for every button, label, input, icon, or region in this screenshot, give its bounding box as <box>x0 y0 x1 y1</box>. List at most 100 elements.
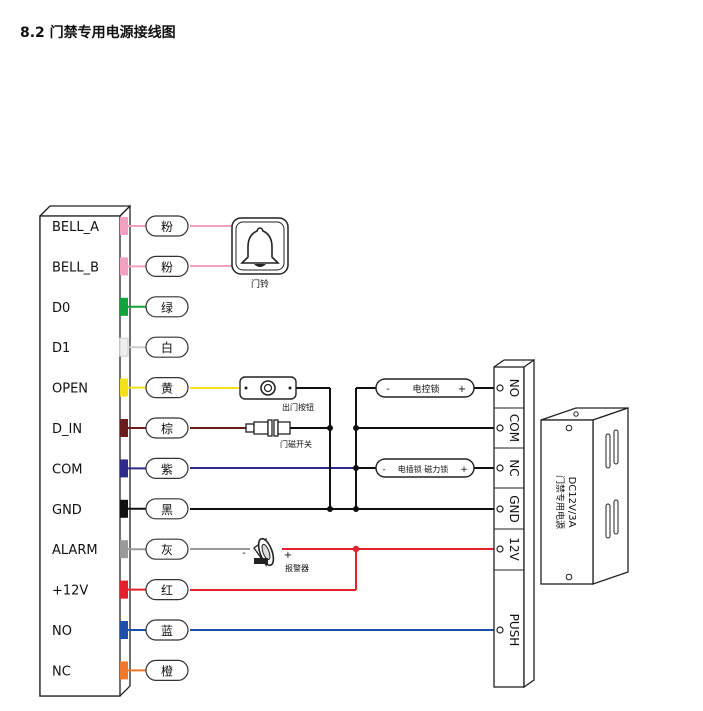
screw-terminal <box>496 545 504 553</box>
terminal-label: BELL_A <box>52 220 99 235</box>
page-title: 8.2 门禁专用电源接线图 <box>20 25 176 41</box>
screw-terminal <box>496 464 504 472</box>
terminal-label: D_IN <box>52 422 82 437</box>
alarm-plus: + <box>284 550 292 561</box>
electric-lock-plus: + <box>458 384 466 395</box>
wire-color-tag <box>145 619 189 641</box>
power-terminal: 12V <box>507 537 521 561</box>
wire-color-name: 黄 <box>161 382 173 396</box>
terminal-row: BELL_B 粉 <box>52 255 189 277</box>
terminal-row: OPEN 黄 <box>52 377 189 399</box>
electric-lock-device: - 电控锁 + <box>375 378 475 398</box>
doorbell-device <box>231 217 289 275</box>
bolt-lock-device: - 电插锁 磁力锁 + <box>375 458 475 478</box>
power-terminal: PUSH <box>507 614 521 647</box>
wire-color-name: 黑 <box>161 503 173 517</box>
screw-terminal <box>496 505 504 513</box>
wire-color-name: 红 <box>161 583 173 598</box>
terminal-label: COM <box>52 462 83 477</box>
bolt-lock-minus: - <box>382 465 385 475</box>
wire-color-name: 紫 <box>161 462 173 476</box>
wire-color-swatch <box>120 217 128 235</box>
power-terminal-block <box>493 358 535 689</box>
power-terminal: COM <box>507 414 521 442</box>
terminal-row: D_IN 棕 <box>52 417 189 439</box>
wire-color-tag <box>145 457 189 479</box>
alarm-device <box>253 537 275 568</box>
terminal-row: NC 橙 <box>52 659 189 682</box>
power-terminal-label: GND <box>507 495 521 523</box>
wire-color-name: 灰 <box>161 543 173 557</box>
terminal-row: GND 黑 <box>52 498 189 520</box>
screw-terminal <box>496 384 504 392</box>
wire-color-tag <box>145 498 189 520</box>
power-terminal-labels: NO COM NC GND 12V PUSH <box>496 379 521 647</box>
terminal-label: ALARM <box>52 543 98 558</box>
terminal-row: ALARM 灰 <box>52 538 189 560</box>
wire-color-swatch <box>120 419 128 437</box>
terminal-row: NO 蓝 <box>52 619 189 641</box>
power-terminal-label: 12V <box>507 537 521 561</box>
terminal-label: NO <box>52 624 72 639</box>
screw-terminal <box>496 424 504 432</box>
terminal-label: +12V <box>52 584 88 599</box>
terminal-row: COM 紫 <box>52 457 189 479</box>
wire-color-name: 棕 <box>161 421 173 436</box>
bolt-lock-plus: + <box>460 465 468 475</box>
wire-color-swatch <box>120 297 128 316</box>
power-terminal: NC <box>507 459 521 476</box>
terminal-label: OPEN <box>52 382 88 397</box>
wire-color-swatch <box>120 378 128 397</box>
power-supply-name: 门禁专用电源 <box>554 475 566 529</box>
wire-color-swatch <box>119 337 129 357</box>
bolt-lock-label: 电插锁 磁力锁 <box>398 464 449 474</box>
wire-color-swatch <box>120 499 128 518</box>
wire-color-swatch <box>120 540 128 559</box>
wire-color-name: 粉 <box>161 220 173 234</box>
alarm-label: 报警器 <box>285 563 309 573</box>
wire-color-tag <box>145 578 189 601</box>
wire-color-tag <box>145 538 189 560</box>
wire-color-name: 橙 <box>161 663 173 678</box>
wire-color-swatch <box>120 621 128 639</box>
power-terminal-label: COM <box>507 414 521 442</box>
exit-button-label: 出门按钮 <box>282 402 314 412</box>
wire-color-tag <box>145 377 189 399</box>
wire-color-tag <box>145 255 189 277</box>
doorbell-label: 门铃 <box>251 278 269 290</box>
wire-color-swatch <box>120 661 128 680</box>
wire-color-swatch <box>120 580 128 599</box>
wires <box>190 225 500 631</box>
power-terminal-label: NC <box>507 459 521 476</box>
wire-color-swatch <box>120 459 128 478</box>
power-terminal-label: NO <box>507 379 521 397</box>
controller-block <box>39 204 131 697</box>
screw-terminal <box>496 626 504 634</box>
wire-color-swatch <box>120 257 128 276</box>
door-sensor-label: 门磁开关 <box>280 439 312 449</box>
wire-color-tag <box>145 659 189 682</box>
power-terminal-label: PUSH <box>507 614 521 647</box>
power-supply-rating: DC12V/3A <box>566 477 577 528</box>
terminal-row: BELL_A 粉 <box>52 215 189 237</box>
power-terminal: NO <box>507 379 521 397</box>
power-terminal: GND <box>507 495 521 523</box>
wire-color-name: 粉 <box>161 260 173 274</box>
wire-color-tag <box>145 215 189 237</box>
junction-dots <box>327 425 360 553</box>
door-sensor-device <box>245 419 291 437</box>
terminal-label: BELL_B <box>52 260 99 275</box>
electric-lock-minus: - <box>386 384 390 395</box>
wire-color-name: 蓝 <box>161 624 173 638</box>
exit-button-device <box>239 376 297 400</box>
terminal-label: NC <box>52 664 71 679</box>
alarm-minus: - <box>242 548 246 559</box>
power-supply-box <box>540 407 629 585</box>
wire-color-tag <box>145 417 189 439</box>
terminal-label: GND <box>52 503 82 518</box>
wire-color-name: 白 <box>161 340 173 355</box>
